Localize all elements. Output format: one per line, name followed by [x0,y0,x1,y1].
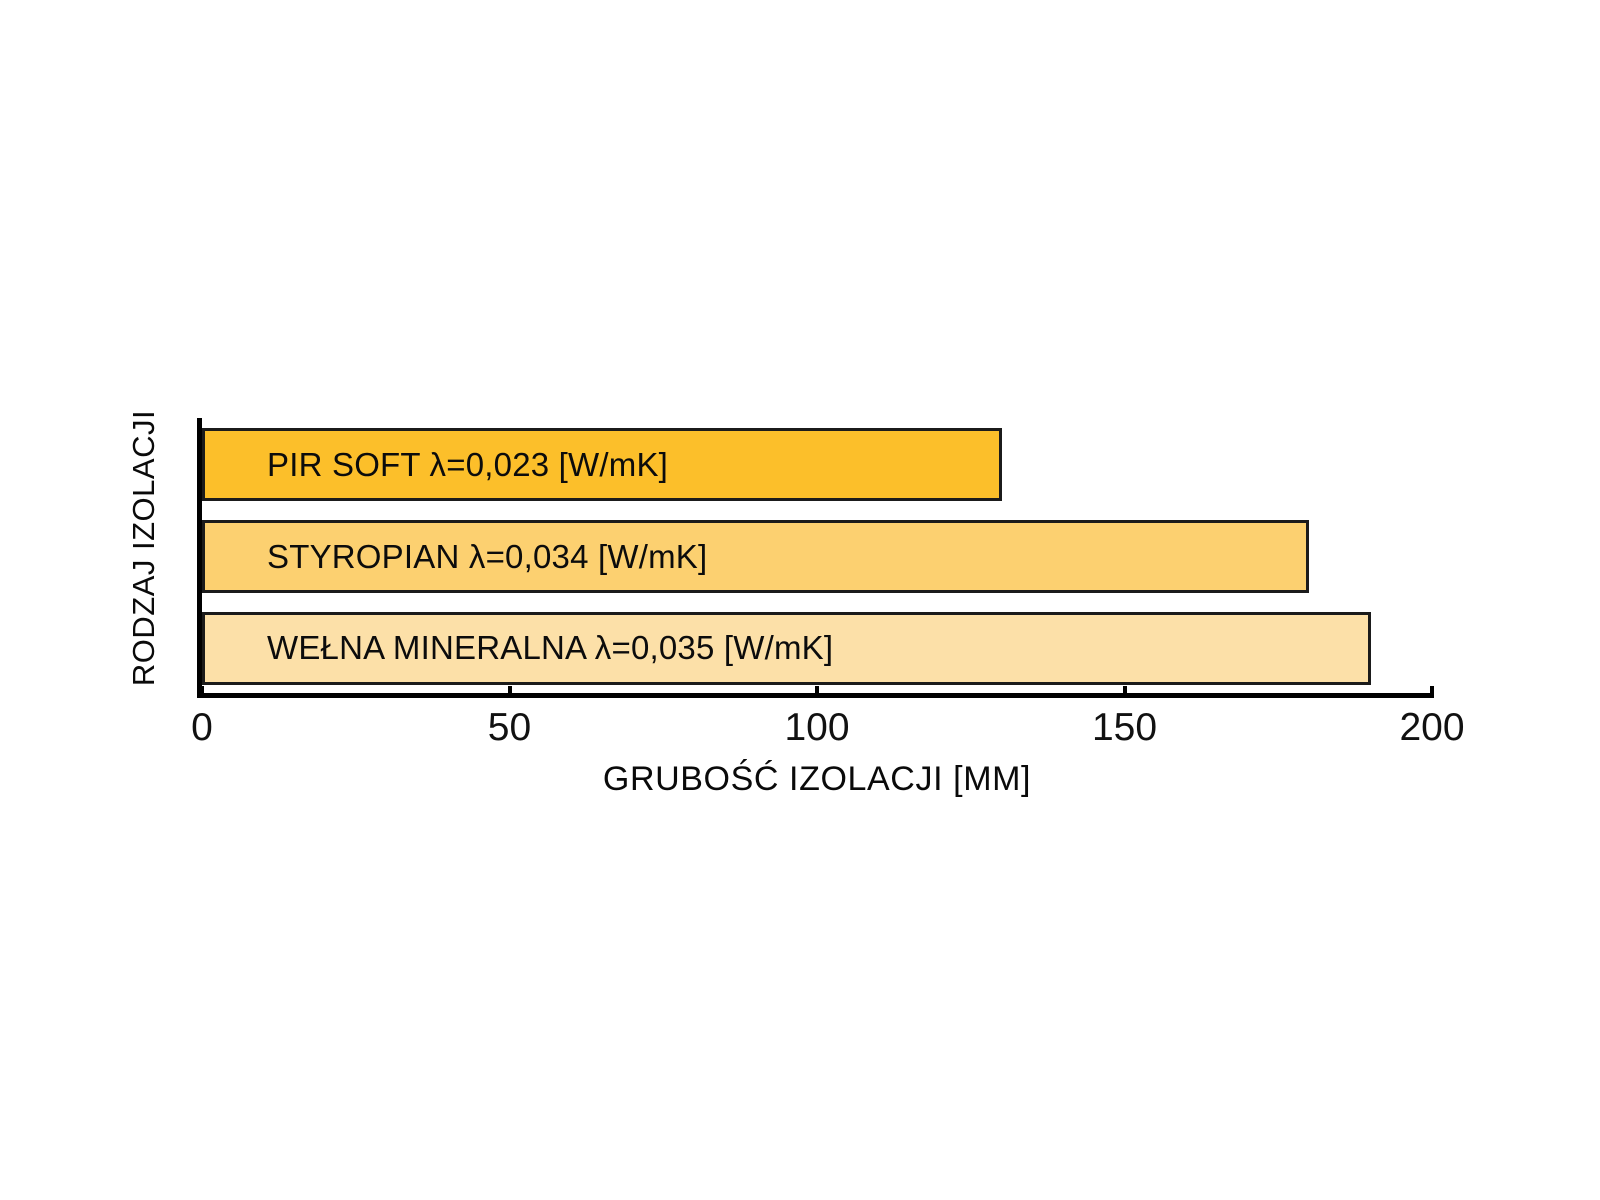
y-axis-title-text: RODZAJ IZOLACJI [126,409,161,687]
x-tick-label-4: 200 [1399,706,1465,749]
bar-label-pir-soft: PIR SOFT λ=0,023 [W/mK] [267,445,669,483]
bar-pir-soft[interactable]: PIR SOFT λ=0,023 [W/mK] [202,428,1002,502]
x-axis-line [197,693,1432,698]
x-tick-0 [200,686,204,698]
x-tick-3 [1122,686,1127,698]
x-axis-title: GRUBOŚĆ IZOLACJI [MM] [602,760,1032,798]
x-tick-label-3: 150 [1091,706,1158,749]
x-tick-2 [815,686,819,698]
x-tick-label-2: 100 [784,706,850,749]
x-tick-label-1: 50 [487,706,532,749]
bar-label-styropian: STYROPIAN λ=0,034 [W/mK] [267,537,708,575]
x-tick-4 [1430,686,1434,698]
bar-welna-mineralna[interactable]: WEŁNA MINERALNA λ=0,035 [W/mK] [202,611,1371,685]
bar-styropian[interactable]: STYROPIAN λ=0,034 [W/mK] [202,520,1309,593]
bar-label-welna-mineralna: WEŁNA MINERALNA λ=0,035 [W/mK] [267,629,834,667]
x-tick-1 [507,686,512,698]
plot-area: 0 50 100 150 200 PIR SOFT λ=0,023 [W/mK]… [191,418,1465,749]
x-tick-label-0: 0 [191,706,213,749]
y-axis-line [197,418,202,693]
